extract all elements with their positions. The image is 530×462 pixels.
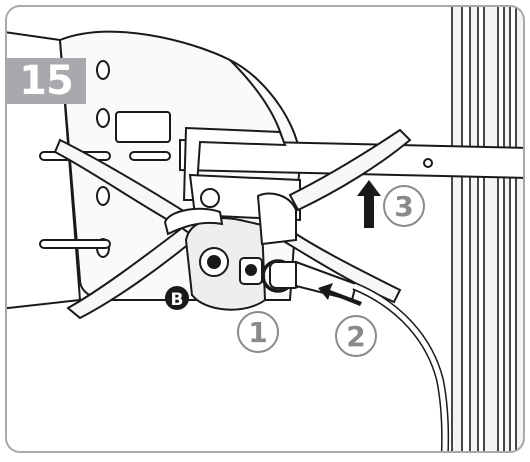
- clamp-mechanism: [163, 188, 297, 311]
- svg-text:2: 2: [346, 320, 365, 353]
- arrow-3: [357, 180, 381, 228]
- svg-text:1: 1: [248, 316, 267, 349]
- frame-border: [5, 5, 525, 453]
- svg-text:B: B: [171, 290, 184, 310]
- wall-panel: [451, 6, 524, 452]
- callout-2: 2: [335, 315, 377, 357]
- callout-b: B: [165, 286, 189, 310]
- callout-3: 3: [383, 185, 425, 227]
- svg-text:3: 3: [394, 190, 413, 223]
- callout-1: 1: [237, 311, 279, 353]
- support-legs: [53, 128, 412, 320]
- step-number-badge: 15: [6, 58, 86, 104]
- hose-assembly: [261, 259, 450, 452]
- arrow-2: [318, 283, 362, 306]
